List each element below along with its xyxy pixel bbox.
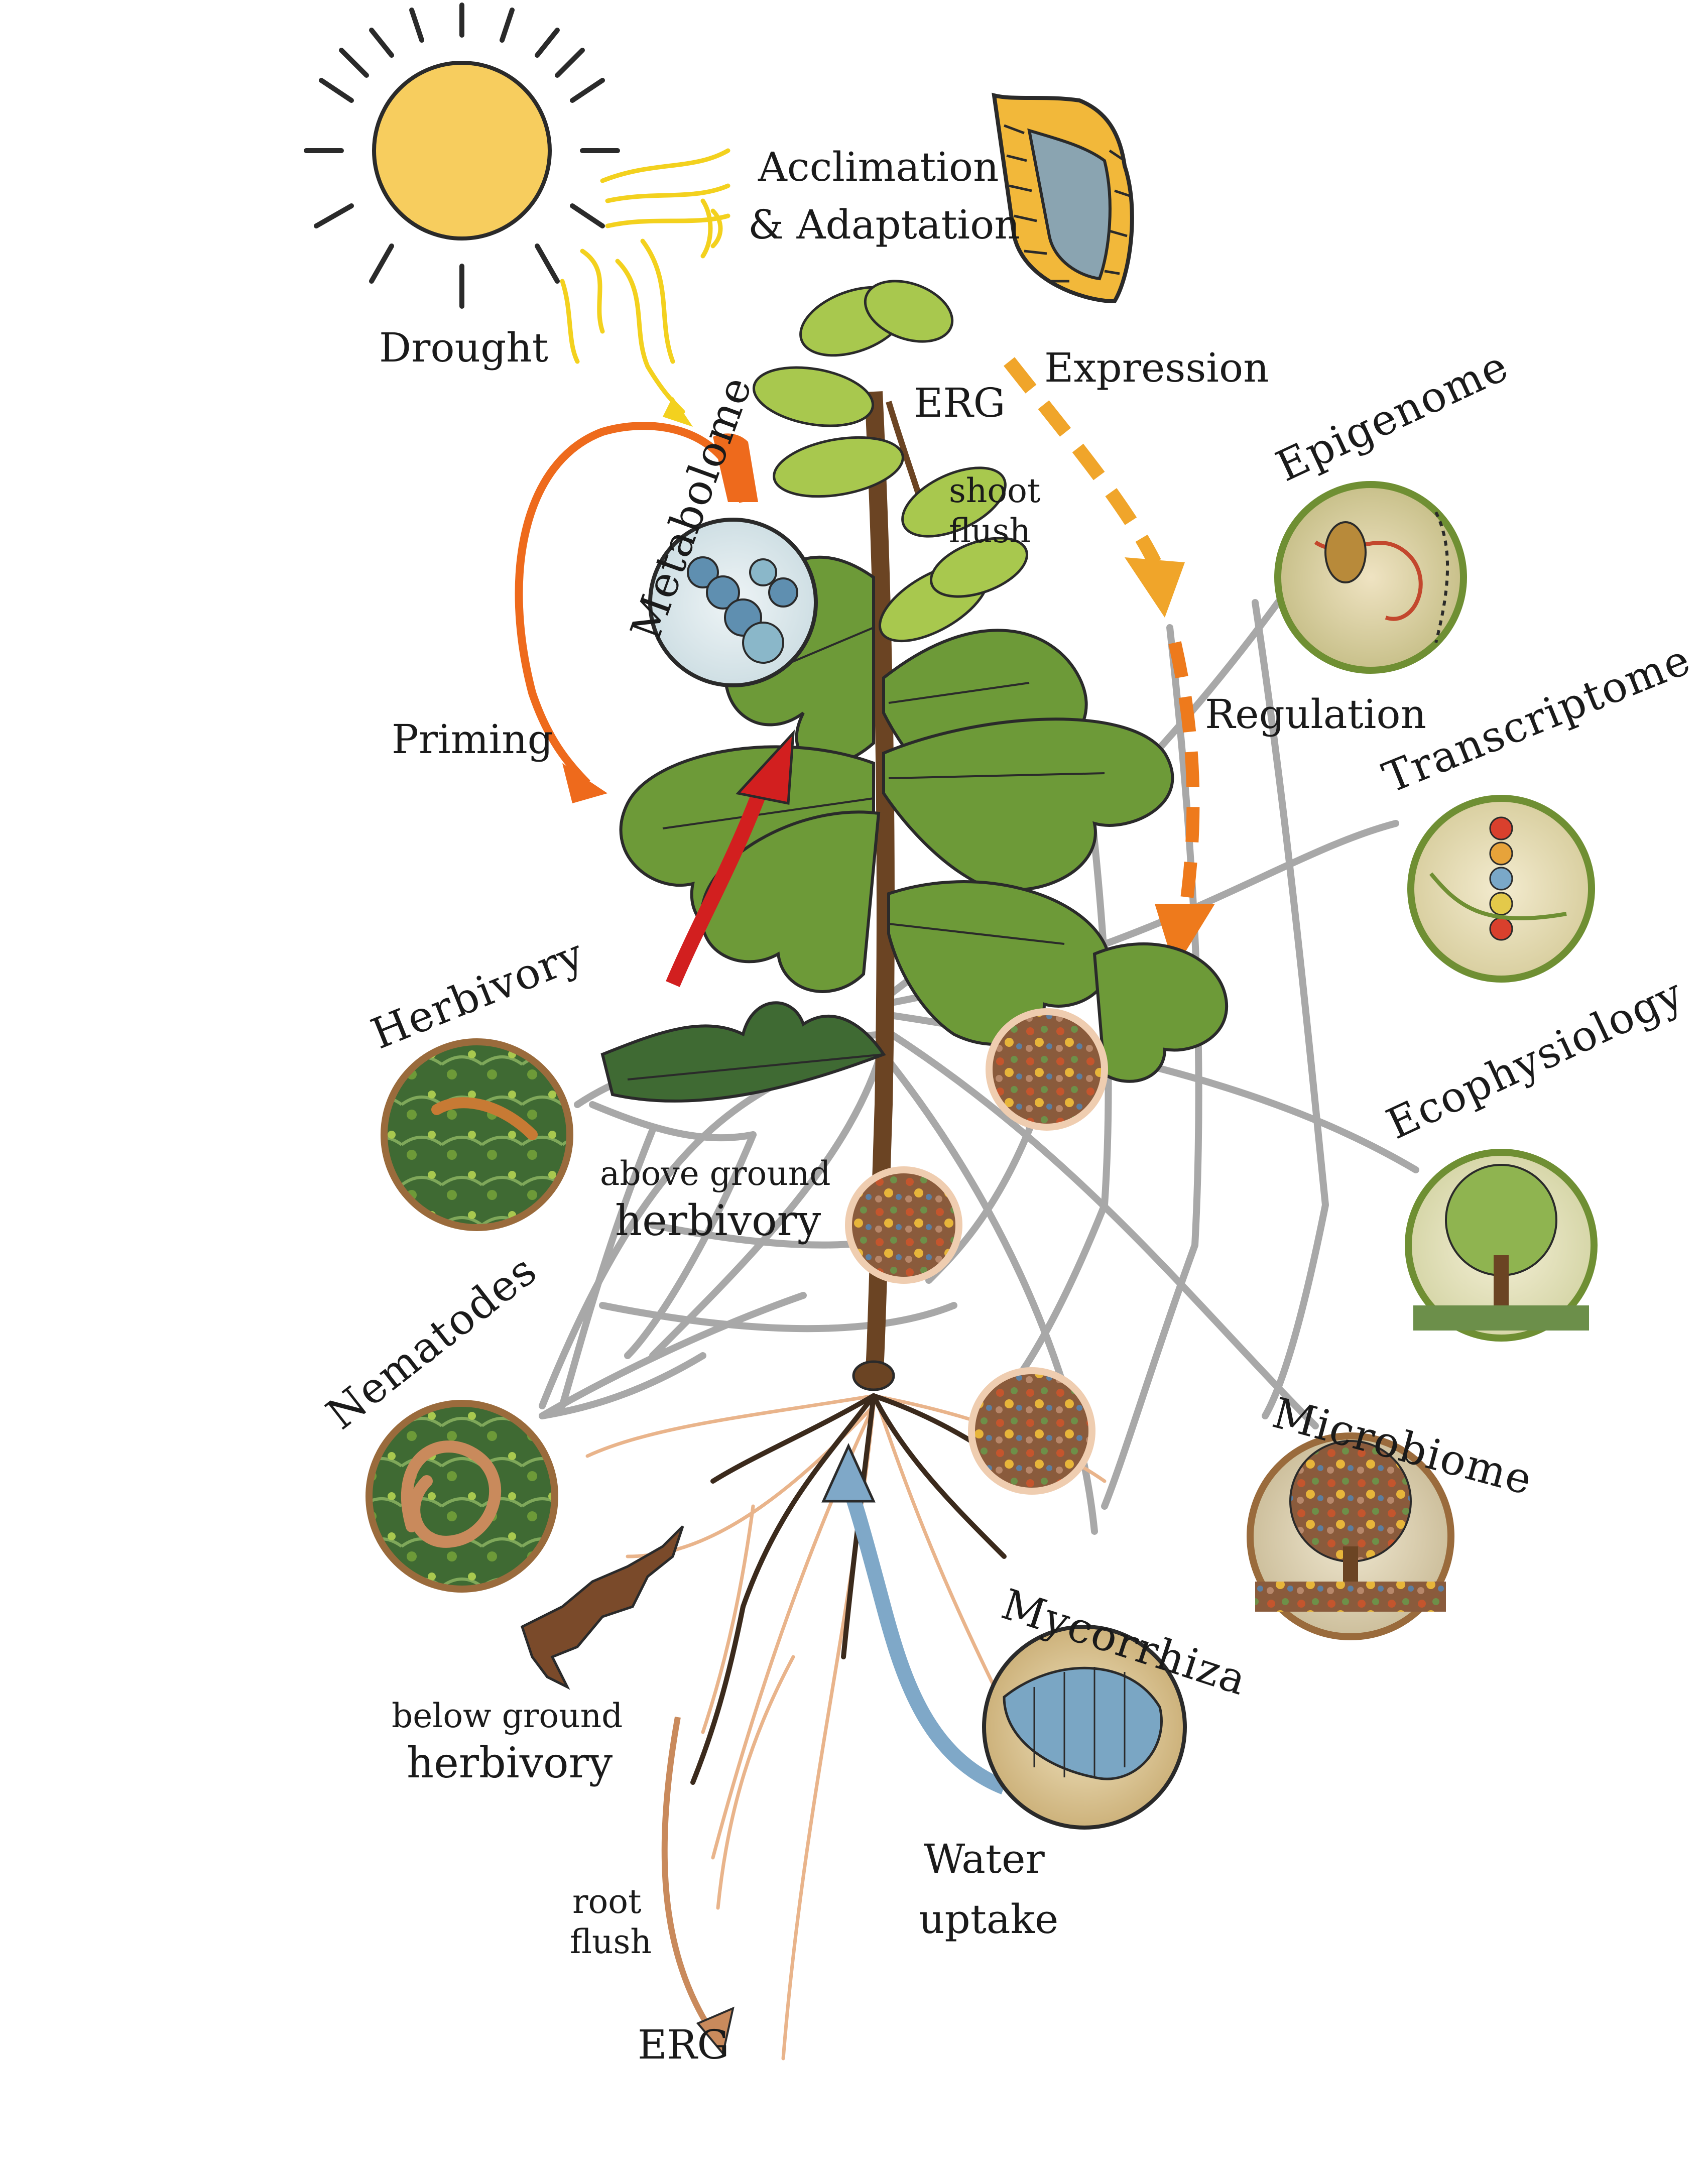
shoot-flush-line2: flush [949,512,1031,550]
transcriptome-circle [1407,795,1595,983]
priming-label: Priming [392,716,553,763]
soil-sample-circle [986,1008,1108,1131]
expression-arrow [1003,357,1185,618]
sun-icon [304,3,620,309]
acclimation-label: Acclimation [758,144,999,190]
erg-top-label: ERG [914,380,1006,426]
regulation-label: Regulation [1205,691,1426,738]
adaptation-label: & Adaptation [748,201,1020,248]
water-uptake-arrow [821,1442,1007,1794]
water-uptake-line2: uptake [919,1896,1058,1943]
root-flush-line1: root [572,1882,642,1921]
herbivory-circle [381,1038,573,1231]
epigenome-circle [1274,481,1467,674]
root-flush-arrow [661,1716,735,2056]
above-ground-line1: above ground [600,1154,830,1193]
epigenome-label: Epigenome [1269,341,1516,491]
above-ground-line2: herbivory [615,1196,821,1245]
shield-icon [992,92,1134,304]
below-ground-line1: below ground [392,1697,623,1735]
priming-arrow [515,397,758,803]
soil-sample-circle [968,1367,1095,1495]
shoot-flush-line1: shoot [949,471,1040,510]
metabolome-feedback-arrow [666,730,795,987]
below-ground-line2: herbivory [407,1738,613,1787]
root-flush-line2: flush [570,1922,652,1961]
drought-label: Drought [379,324,548,371]
mycorrhiza-circle [982,1625,1187,1830]
ecophysiology-circle [1405,1149,1598,1342]
erg-bottom-label: ERG [638,2021,729,2068]
metabolome-circle [648,518,818,687]
nematodes-circle [365,1400,558,1593]
root-fragment-icon [520,1525,684,1690]
drought-heat-waves [560,148,730,414]
expression-label: Expression [1044,344,1269,391]
water-uptake-line1: Water [924,1836,1045,1882]
oak-seedling-icon [600,280,1229,1391]
microbiome-circle [1247,1432,1454,1640]
ecophysiology-label: Ecophysiology [1379,969,1691,1149]
soil-sample-circle [845,1166,962,1284]
